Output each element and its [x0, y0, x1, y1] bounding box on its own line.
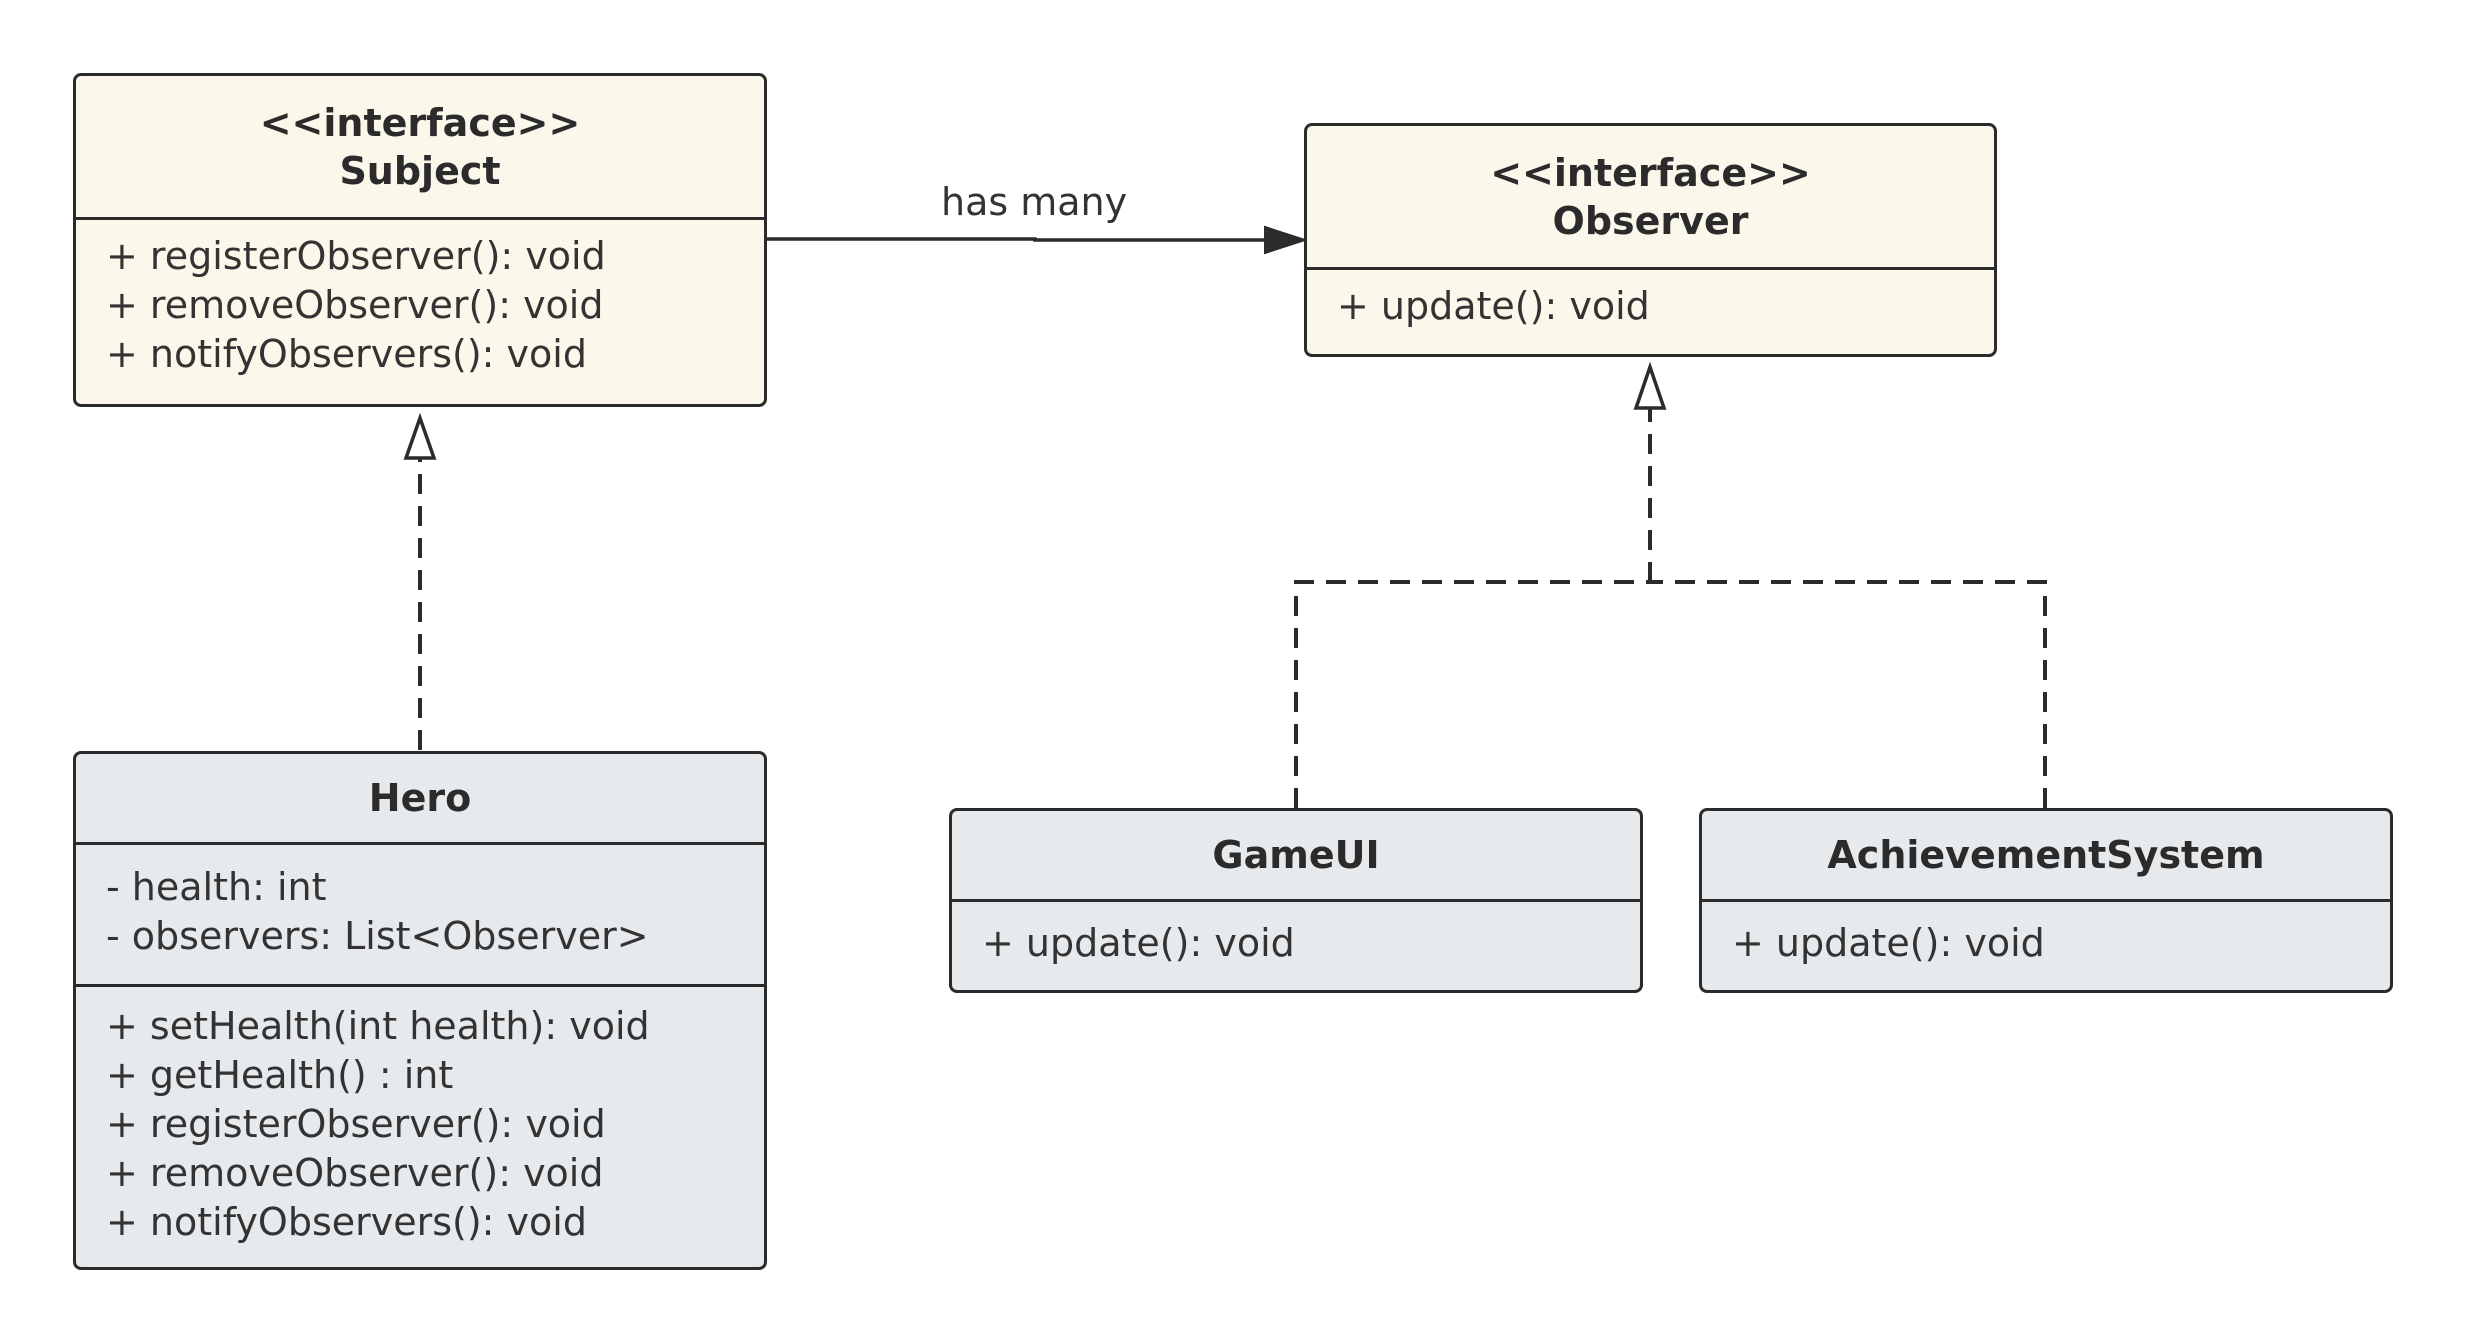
- achievement-system-class[interactable]: AchievementSystem + update(): void: [1699, 808, 2393, 993]
- gameui-class[interactable]: GameUI + update(): void: [949, 808, 1643, 993]
- gameui-header: GameUI: [952, 811, 1640, 902]
- observer-realization-arrowhead: [1633, 361, 1667, 410]
- hero-attribute: - observers: List<Observer>: [106, 914, 649, 958]
- hero-name: Hero: [368, 776, 472, 820]
- subject-method: + removeObserver(): void: [106, 283, 604, 327]
- achievement-system-methods: + update(): void: [1702, 902, 2390, 968]
- hero-methods: + setHealth(int health): void + getHealt…: [76, 987, 764, 1247]
- achievement-system-header: AchievementSystem: [1702, 811, 2390, 902]
- hero-method: + setHealth(int health): void: [106, 1004, 650, 1048]
- subject-interface[interactable]: <<interface>> Subject + registerObserver…: [73, 73, 767, 407]
- subject-method: + notifyObservers(): void: [106, 332, 587, 376]
- hero-attributes: - health: int - observers: List<Observer…: [76, 845, 764, 987]
- association-line: [765, 237, 1265, 242]
- gameui-method: + update(): void: [982, 921, 1295, 965]
- subject-realization-arrowhead: [403, 412, 437, 460]
- hero-method: + removeObserver(): void: [106, 1151, 604, 1195]
- hero-method: + registerObserver(): void: [106, 1102, 606, 1146]
- observer-methods: + update(): void: [1307, 270, 1994, 331]
- hero-method: + getHealth() : int: [106, 1053, 454, 1097]
- association-label: has many: [941, 180, 1128, 224]
- observer-interface[interactable]: <<interface>> Observer + update(): void: [1304, 123, 1997, 357]
- subject-method: + registerObserver(): void: [106, 234, 606, 278]
- subject-methods: + registerObserver(): void + removeObser…: [76, 220, 764, 379]
- gameui-name: GameUI: [1212, 833, 1380, 877]
- achievement-system-name: AchievementSystem: [1827, 833, 2265, 877]
- achievement-realization-line: [1650, 580, 2047, 808]
- observer-name: Observer: [1552, 198, 1749, 243]
- observer-header: <<interface>> Observer: [1307, 126, 1994, 270]
- hero-class[interactable]: Hero - health: int - observers: List<Obs…: [73, 751, 767, 1270]
- observer-method: + update(): void: [1337, 284, 1650, 328]
- hero-method: + notifyObservers(): void: [106, 1200, 587, 1244]
- hero-header: Hero: [76, 754, 764, 845]
- association-arrowhead: [1264, 225, 1309, 255]
- gameui-realization-line: [1294, 580, 1650, 808]
- observer-stereotype: <<interface>>: [1490, 150, 1811, 195]
- subject-name: Subject: [339, 148, 501, 193]
- achievement-system-method: + update(): void: [1732, 921, 2045, 965]
- hero-attribute: - health: int: [106, 865, 327, 909]
- subject-header: <<interface>> Subject: [76, 76, 764, 220]
- gameui-methods: + update(): void: [952, 902, 1640, 968]
- subject-stereotype: <<interface>>: [259, 100, 581, 145]
